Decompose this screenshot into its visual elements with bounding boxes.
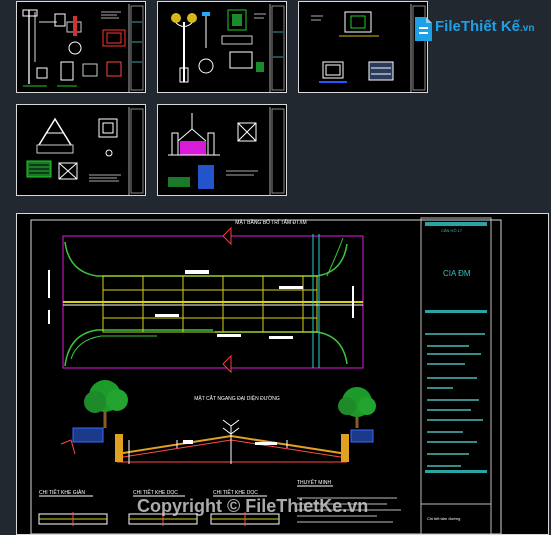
sheet-3-drawing: [311, 4, 426, 92]
section-title: MẶT CẮT NGANG ĐẠI DIỆN ĐƯỜNG: [194, 394, 280, 402]
sheet-5-drawing: [168, 107, 285, 195]
sheet-thumbnail-2[interactable]: [157, 1, 287, 93]
sheet-2-drawing: [171, 4, 285, 92]
detail-2-title: CHI TIẾT KHE DỌC: [133, 489, 178, 496]
titleblock-top-text: CĂN HỘ 17: [441, 228, 463, 233]
logo-suffix: .vn: [520, 23, 535, 34]
logo-brand: File: [435, 18, 461, 35]
notes-title: THUYẾT MINH: [297, 479, 331, 486]
site-logo[interactable]: FileThiết Kế.vn: [413, 14, 534, 44]
main-drawing-canvas: MẶT BẰNG BỐ TRÍ TẤM ĐTXM MẶT CẮT NGANG Đ…: [30, 217, 502, 534]
sheet-thumbnail-1[interactable]: [16, 1, 146, 93]
copyright-watermark: Copyright © FileThietKe.vn: [137, 496, 369, 516]
logo-text: FileThiết Kế.vn: [435, 18, 534, 35]
titleblock-stamp-text: CIA ĐM: [443, 269, 471, 278]
main-drawing-sheet[interactable]: MẶT BẰNG BỐ TRÍ TẤM ĐTXM MẶT CẮT NGANG Đ…: [16, 213, 549, 535]
logo-name: Thiết Kế: [460, 18, 521, 35]
sheet-thumbnail-3[interactable]: [298, 1, 428, 93]
titleblock-bottom-text: Chi tiết tấm đường: [427, 516, 460, 521]
sheet-thumbnail-4[interactable]: [16, 104, 146, 196]
sheet-thumbnail-5[interactable]: [157, 104, 287, 196]
file-icon: [415, 17, 432, 41]
sheet-4-drawing: [26, 107, 144, 195]
detail-3-title: CHI TIẾT KHE DỌC: [213, 489, 258, 496]
detail-1-title: CHI TIẾT KHE GIẢN: [39, 489, 85, 496]
plan-title: MẶT BẰNG BỐ TRÍ TẤM ĐTXM: [235, 218, 306, 226]
sheet-1-drawing: [22, 4, 144, 92]
